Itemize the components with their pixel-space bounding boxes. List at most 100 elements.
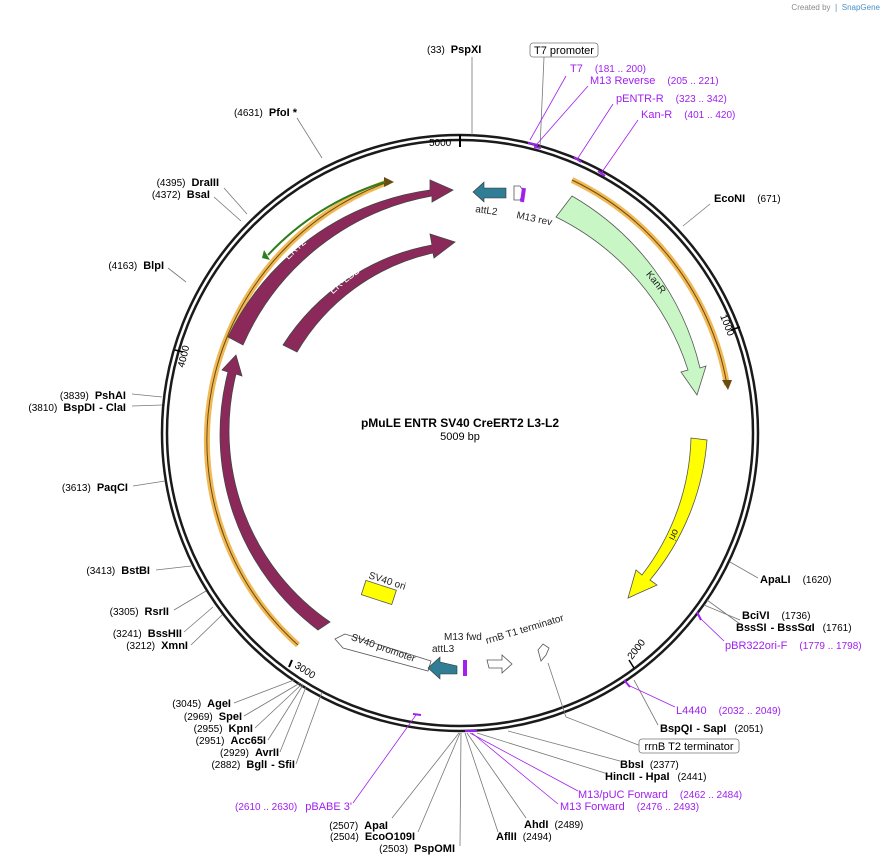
site-bgli[interactable]: (2882)BglI- SfiI [211,759,295,771]
site-rsrii[interactable]: (3305)RsrII [110,606,169,618]
leader-pbabe [352,714,417,804]
leader-t7 [529,75,567,141]
primer-marks [412,142,702,732]
leader-m13puc [469,732,579,792]
site-xmni[interactable]: (3212)XmnI [126,640,188,652]
site-pfoi[interactable]: (4631)PfoI * [234,107,298,119]
snapgene-logo-icon: ❘ [832,3,840,12]
site-acc65i[interactable]: (2951)Acc65I [196,735,266,747]
leader-pentr [577,103,614,159]
leader-bbsi [507,730,621,762]
site-kpni[interactable]: (2955)KpnI [194,723,253,735]
leader-bspqi [633,679,659,726]
orf-kanr-line [571,179,728,386]
cre-label: Cre [244,507,260,526]
attl3-label: attL3 [432,644,455,655]
primer-pentr-r[interactable]: pENTR-R(323 .. 342) [616,93,727,105]
site-bsssi[interactable]: BssSI- BssSαI(1761) [736,622,852,634]
primer-pbr322ori-f[interactable]: pBR322ori-F(1779 .. 1798) [725,640,862,652]
site-econi[interactable]: EcoNI(671) [714,193,781,205]
leader-kanr [601,119,639,173]
erlbd-feature[interactable] [282,233,456,353]
site-ahdi[interactable]: AhdI(2489) [524,819,583,831]
site-bstbi[interactable]: (3413)BstBI [86,565,150,577]
leader-hincii [476,732,609,775]
leader-t7promoter [539,56,545,149]
site-bsai[interactable]: (4372)BsaI [152,189,210,201]
attl3-feature[interactable] [427,656,458,680]
site-paqci[interactable]: (3613)PaqCI [62,482,128,494]
site-bspqi[interactable]: BspQI- SapI(2051) [660,723,763,735]
leader-bcivi [703,604,741,621]
sv40ori-feature[interactable] [360,579,397,606]
ert2-feature[interactable] [227,179,454,346]
site-hincii[interactable]: HincII- HpaI(2441) [605,771,706,783]
tick-5000: 5000 [429,138,452,149]
leader-bsai [213,196,242,222]
site-avrii[interactable]: (2929)AvrII [220,747,279,759]
leader-apai [391,732,460,819]
orf-cre-line [206,181,389,646]
primer-m13puc-forward[interactable]: M13/pUC Forward(2462 .. 2484) [578,789,742,801]
site-pshai[interactable]: (3839)PshAI [60,390,126,402]
sv40promoter-feature[interactable] [334,633,432,672]
site-pspomi[interactable]: (2503)PspOMI [379,843,455,855]
t7promoter-box[interactable]: T7 promoter [529,42,599,58]
site-ecoo109i[interactable]: (2504)EcoO109I [330,831,415,843]
ori-label: ori [666,527,681,542]
rrnbt2-box[interactable]: rrnB T2 terminator [638,738,740,754]
site-bcivi[interactable]: BciVI(1736) [742,610,810,622]
leader-blpi [167,267,187,283]
rrnbt1-feature[interactable] [486,654,513,674]
site-blpi[interactable]: (4163)BlpI [108,260,164,272]
plasmid-name: pMuLE ENTR SV40 CreERT2 L3-L2 [361,416,559,430]
m13rev-primer-mark [520,187,526,203]
site-draiii[interactable]: (4395)DraIII [157,177,219,189]
leader-bgli [295,691,323,765]
site-aflii[interactable]: AflII(2494) [496,831,552,843]
rrnbt2-feature[interactable] [537,643,550,662]
leader-spei [243,682,301,717]
site-apai[interactable]: (2507)ApaI [329,820,388,832]
site-bbsi[interactable]: BbsI(2377) [620,759,679,771]
primer-m13reverse[interactable]: M13 Reverse(205 .. 221) [590,75,719,87]
site-spei[interactable]: (2969)SpeI [184,711,242,723]
leader-econi [682,203,711,227]
site-pspxi[interactable]: (33)PspXI [427,44,481,56]
leader-l4440 [629,685,676,708]
site-bspdi[interactable]: (3810)BspDI- ClaI [28,402,126,414]
leader-apali [729,561,759,579]
primer-kan-r[interactable]: Kan-R(401 .. 420) [641,109,735,121]
leader-pfoi [296,117,323,159]
rrnbt1-label: rrnB T1 terminator [484,613,565,647]
primer-labels: T7(181 .. 200) M13 Reverse(205 .. 221) p… [235,63,862,813]
site-bsshii[interactable]: (3241)BssHII [113,628,182,640]
credit-prefix: Created by [791,3,831,12]
leader-ahdi [466,732,527,819]
ert2-green-arrow [262,250,270,260]
primer-pbabe3[interactable]: (2610 .. 2630)pBABE 3' [235,801,352,813]
leader-aflii [464,732,499,833]
primer-t7[interactable]: T7(181 .. 200) [570,63,646,75]
tick-4000: 4000 [176,344,192,369]
leader-m13fwdp [471,732,559,805]
leader-paqci [132,480,166,487]
ori-feature[interactable] [627,437,708,599]
cre-feature[interactable] [219,354,331,631]
attl2-label: attL2 [475,204,499,218]
leader-bsssi [706,599,741,625]
leader-kpni [254,683,303,729]
primer-l4440[interactable]: L4440(2032 .. 2049) [676,705,781,717]
kanr-feature[interactable] [555,195,707,396]
leader-rsrii [173,590,207,611]
leader-rrnbt2 [547,662,642,747]
leader-bspdi [131,404,163,407]
leader-xmni [190,614,223,646]
leader-draiii [223,187,248,215]
primer-m13-forward[interactable]: M13 Forward(2476 .. 2493) [560,801,699,813]
attl2-feature[interactable] [472,181,507,203]
site-agei[interactable]: (3045)AgeI [172,698,231,710]
t7promoter-label: T7 promoter [534,45,594,57]
site-apali[interactable]: ApaLI(1620) [760,574,831,586]
